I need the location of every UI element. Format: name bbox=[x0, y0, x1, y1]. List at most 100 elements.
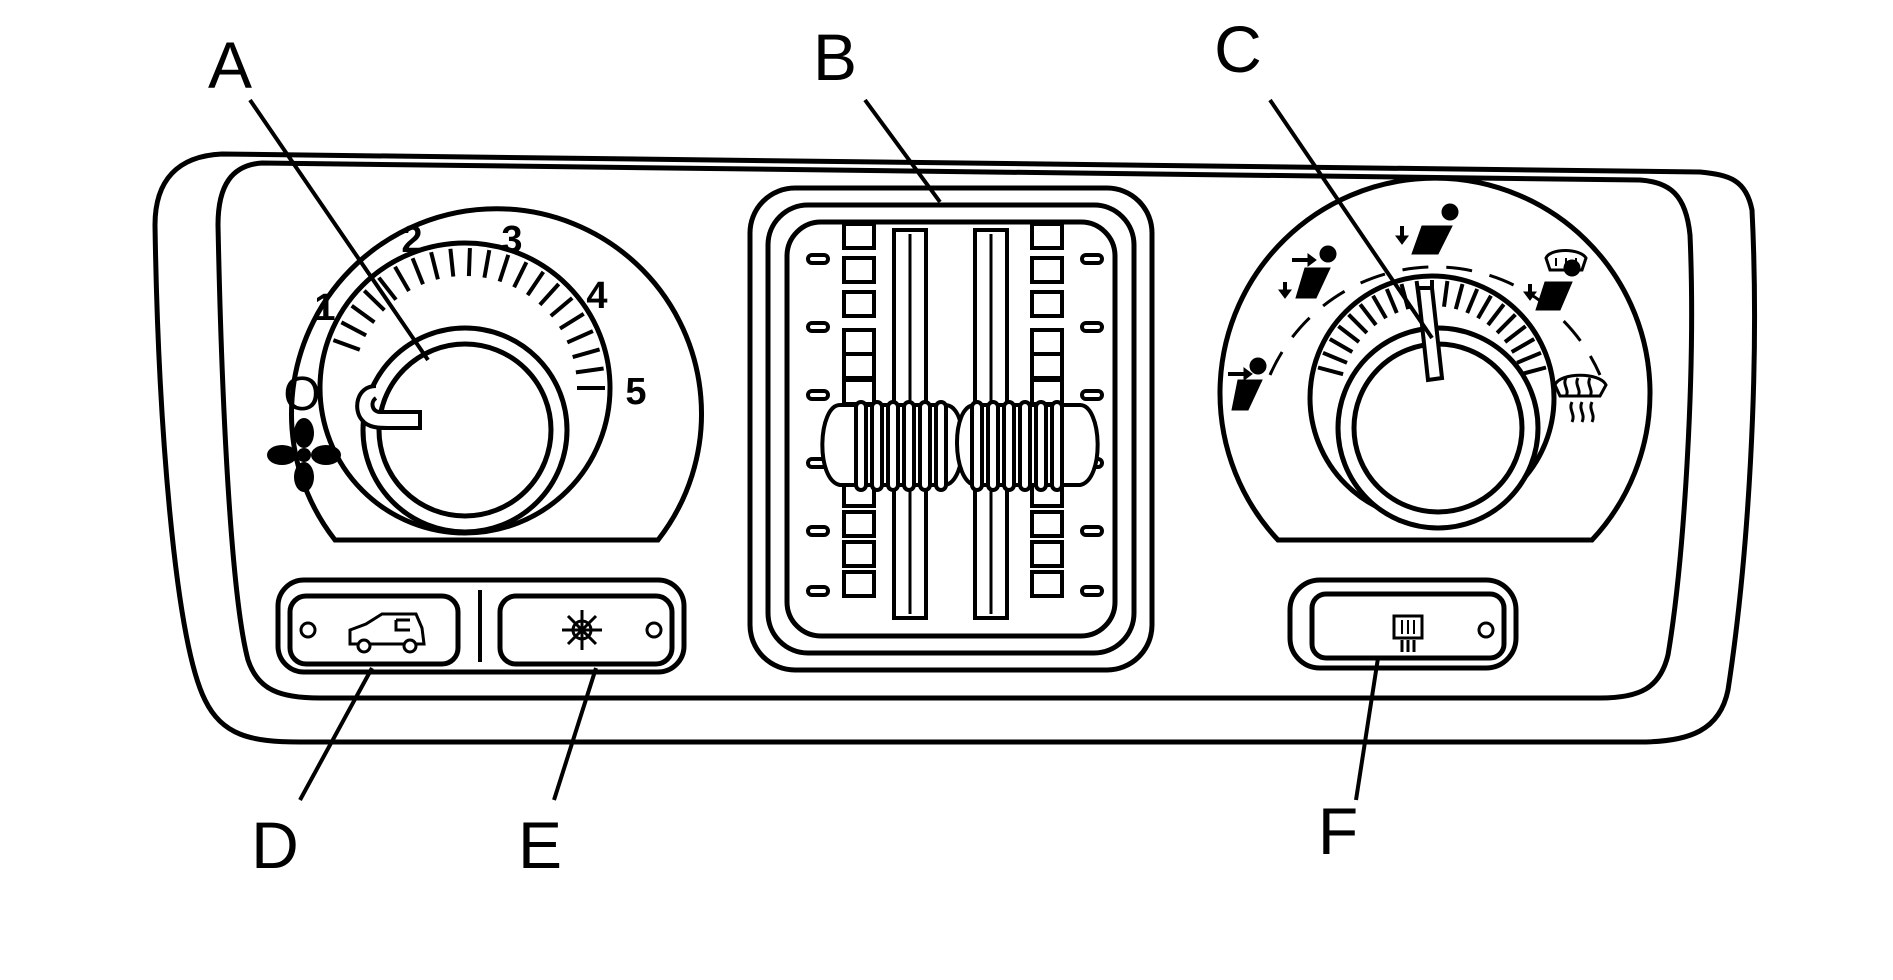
leader-c bbox=[1268, 98, 1434, 340]
recirculation-button[interactable] bbox=[287, 593, 461, 667]
grip-ridge bbox=[1465, 288, 1480, 314]
callout-b: B bbox=[813, 20, 857, 94]
control-panel-housing bbox=[152, 151, 1757, 745]
grip-rib bbox=[918, 400, 932, 492]
fan-speed-off: O bbox=[283, 368, 320, 421]
mode-control bbox=[1217, 175, 1653, 543]
inner-bezel bbox=[215, 160, 1695, 701]
callout-c: C bbox=[1214, 12, 1262, 86]
grip-ridge bbox=[350, 304, 376, 324]
scale-tick bbox=[1080, 321, 1104, 333]
grip-rib bbox=[1018, 400, 1032, 492]
scale-segment bbox=[1030, 328, 1064, 356]
defog-mode-icon bbox=[1523, 249, 1588, 311]
vent-mode-icon bbox=[1228, 357, 1267, 411]
scale-tick bbox=[1080, 389, 1104, 401]
air-conditioning-button[interactable] bbox=[497, 593, 675, 667]
rear-defrost-button[interactable] bbox=[1309, 591, 1507, 661]
grip-ridge bbox=[1337, 324, 1361, 344]
scale-segment bbox=[842, 328, 876, 356]
leader-e bbox=[552, 667, 598, 801]
scale-segment bbox=[842, 510, 876, 538]
grip-ridge bbox=[575, 366, 604, 375]
scale-segment bbox=[842, 290, 876, 318]
grip-ridge bbox=[448, 248, 456, 277]
fan-knob-pointer bbox=[355, 384, 422, 430]
scale-tick bbox=[806, 525, 830, 537]
passenger-temperature-slider[interactable] bbox=[955, 400, 1100, 492]
grip-ridge bbox=[332, 338, 361, 352]
grip-rib bbox=[1050, 400, 1064, 492]
grip-ridge bbox=[377, 276, 398, 301]
scale-segment bbox=[1030, 256, 1064, 284]
scale-segment bbox=[1030, 570, 1064, 598]
snowflake-icon bbox=[562, 610, 602, 650]
scale-segment bbox=[1030, 540, 1064, 568]
bi-level-mode-icon bbox=[1278, 245, 1337, 299]
fan-knob[interactable] bbox=[376, 341, 554, 519]
scale-tick bbox=[806, 321, 830, 333]
scale-tick bbox=[1080, 585, 1104, 597]
fan-control: O 1 2 3 4 5 bbox=[267, 206, 704, 543]
grip-ridge bbox=[497, 254, 511, 283]
recirculation-car-icon bbox=[348, 612, 426, 654]
grip-ridge bbox=[1476, 294, 1493, 320]
grip-ridge bbox=[1510, 337, 1536, 354]
grip-ridge bbox=[1516, 350, 1542, 365]
leader-f bbox=[1354, 657, 1380, 801]
scale-tick bbox=[806, 389, 830, 401]
grip-ridge bbox=[1503, 324, 1527, 344]
grip-rib bbox=[1002, 400, 1016, 492]
scale-segment bbox=[842, 222, 876, 250]
mode-knob-grip bbox=[1317, 280, 1547, 377]
grip-ridge bbox=[340, 320, 368, 338]
driver-temperature-slider[interactable] bbox=[820, 400, 965, 492]
lower-left-button-housing bbox=[275, 577, 687, 675]
grip-ridge bbox=[566, 329, 594, 345]
callout-a: A bbox=[208, 28, 252, 102]
scale-segment bbox=[1030, 222, 1064, 250]
grip-rib bbox=[902, 400, 916, 492]
temperature-slider-panel bbox=[747, 185, 1155, 673]
scale-tick bbox=[1080, 525, 1104, 537]
fan-speed-4: 4 bbox=[586, 275, 607, 317]
leader-b bbox=[863, 98, 942, 204]
fan-speed-5: 5 bbox=[625, 371, 646, 413]
grip-ridge bbox=[1317, 365, 1344, 377]
grip-rib bbox=[886, 400, 900, 492]
grip-rib bbox=[986, 400, 1000, 492]
rear-defrost-icon bbox=[1392, 614, 1424, 652]
grip-ridge bbox=[525, 270, 545, 297]
slider-bezel-outer bbox=[747, 185, 1155, 673]
callout-e: E bbox=[518, 808, 562, 882]
grip-ridge bbox=[429, 251, 440, 280]
slider-bezel-inner bbox=[765, 202, 1137, 656]
grip-ridge bbox=[572, 347, 601, 360]
scale-segment bbox=[1030, 290, 1064, 318]
scale-segment bbox=[842, 540, 876, 568]
floor-mode-icon bbox=[1395, 203, 1459, 255]
fan-icon bbox=[267, 418, 341, 492]
grip-ridge bbox=[558, 312, 585, 331]
rear-defrost-button-housing bbox=[1287, 577, 1519, 671]
grip-ridge bbox=[1384, 288, 1399, 314]
scale-tick bbox=[806, 253, 830, 265]
grip-ridge bbox=[1453, 283, 1465, 310]
grip-rib bbox=[854, 400, 868, 492]
outer-bezel bbox=[152, 151, 1757, 745]
grip-ridge bbox=[410, 257, 425, 285]
grip-ridge bbox=[1442, 280, 1450, 308]
fan-dial-face bbox=[289, 206, 704, 543]
grip-ridge bbox=[393, 265, 411, 293]
fan-speed-1: 1 bbox=[314, 287, 335, 329]
mode-dial-face bbox=[1217, 175, 1653, 543]
grip-ridge bbox=[1347, 313, 1369, 335]
grip-rib bbox=[870, 400, 884, 492]
slider-bezel-window bbox=[784, 219, 1118, 639]
grip-ridge bbox=[1322, 350, 1348, 365]
grip-ridge bbox=[538, 282, 561, 307]
scale-segment bbox=[1030, 510, 1064, 538]
grip-ridge bbox=[482, 249, 492, 279]
scale-segment bbox=[842, 256, 876, 284]
